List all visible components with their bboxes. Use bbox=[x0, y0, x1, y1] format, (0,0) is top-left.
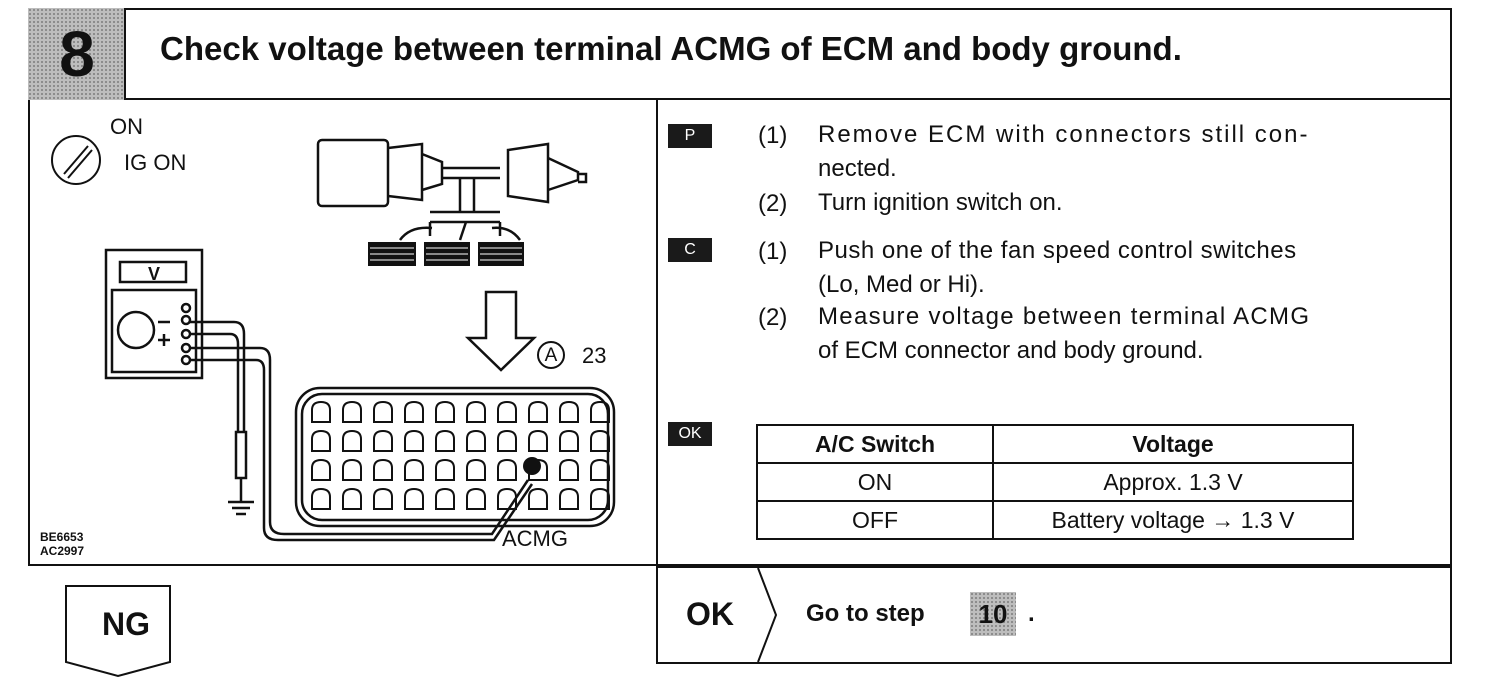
pin-cavity bbox=[559, 400, 579, 423]
prep-step-1-line-1: Remove ECM with connectors still con- bbox=[818, 121, 1310, 148]
voltmeter-icon bbox=[104, 248, 204, 380]
check-step-2-line-1: Measure voltage between terminal ACMG bbox=[818, 303, 1311, 330]
prep-badge: P bbox=[668, 124, 712, 148]
connector-ref: A bbox=[544, 345, 558, 366]
main-panel bbox=[28, 100, 1452, 566]
pin-cavity bbox=[590, 487, 610, 510]
harness-plugs-icon bbox=[368, 242, 524, 266]
check-step-2-line-2: of ECM connector and body ground. bbox=[818, 337, 1204, 364]
pin-cavity bbox=[497, 458, 517, 481]
table-row: ON Approx. 1.3 V bbox=[756, 462, 1354, 502]
pin-cavity bbox=[590, 429, 610, 452]
table-cell: OFF bbox=[756, 500, 994, 540]
step-number: 8 bbox=[59, 18, 95, 90]
chevron-right-icon bbox=[757, 568, 778, 662]
ignition-on-label: ON bbox=[110, 114, 143, 139]
figure-code-1: BE6653 bbox=[40, 530, 84, 544]
ignition-key-icon bbox=[51, 135, 101, 185]
pin-cavity bbox=[466, 400, 486, 423]
go-to-step-number[interactable]: 10 bbox=[970, 592, 1016, 636]
ok-badge: OK bbox=[668, 422, 712, 446]
pin-cavity bbox=[435, 487, 455, 510]
table-cell: Battery voltage → 1.3 V bbox=[992, 500, 1354, 540]
meter-label: V bbox=[147, 264, 160, 284]
prep-step-2-num: (2) bbox=[758, 190, 788, 217]
figure-code-2: AC2997 bbox=[40, 544, 85, 558]
prep-step-2-line-1: Turn ignition switch on. bbox=[818, 189, 1063, 216]
acmg-pin bbox=[523, 457, 541, 475]
ignition-ig-on-label: IG ON bbox=[124, 150, 187, 175]
pin-cavity bbox=[404, 429, 424, 452]
pin-cavity bbox=[342, 487, 362, 510]
column-divider bbox=[656, 100, 658, 566]
pin-cavity bbox=[373, 429, 393, 452]
step-number-box bbox=[28, 8, 126, 100]
pin-cavity bbox=[342, 458, 362, 481]
prep-step-1-line-2: nected. bbox=[818, 155, 897, 182]
ng-result-box bbox=[65, 585, 171, 678]
pin-cavity bbox=[311, 458, 331, 481]
check-step-2-num: (2) bbox=[758, 304, 788, 331]
wiring-illustration bbox=[51, 135, 616, 542]
connector-pins-count: 23 bbox=[582, 343, 607, 368]
pin-cavity bbox=[404, 487, 424, 510]
pin-cavity bbox=[590, 458, 610, 481]
table-cell: ON bbox=[756, 462, 994, 502]
pin-cavity bbox=[466, 429, 486, 452]
pin-cavity bbox=[311, 429, 331, 452]
pin-cavity bbox=[590, 400, 610, 423]
pin-cavity bbox=[404, 400, 424, 423]
check-step-1-line-1: Push one of the fan speed control switch… bbox=[818, 237, 1297, 264]
table-row: OFF Battery voltage → 1.3 V bbox=[756, 500, 1354, 540]
go-to-step-period: . bbox=[1028, 600, 1035, 627]
check-step-1-num: (1) bbox=[758, 238, 788, 265]
ok-result-box bbox=[656, 566, 1452, 664]
ok-result-label: OK bbox=[686, 596, 734, 632]
terminal-label: ACMG bbox=[502, 526, 568, 551]
pin-cavity bbox=[528, 429, 548, 452]
pin-cavity bbox=[435, 429, 455, 452]
connector-a-circle bbox=[537, 341, 565, 369]
check-step-1-line-2: (Lo, Med or Hi). bbox=[818, 271, 985, 298]
table-header-row: A/C Switch Voltage bbox=[756, 424, 1354, 464]
pin-cavity bbox=[466, 458, 486, 481]
pin-cavity bbox=[435, 458, 455, 481]
step-title: Check voltage between terminal ACMG of E… bbox=[160, 30, 1182, 67]
pin-cavity bbox=[559, 458, 579, 481]
ng-result-label: NG bbox=[102, 606, 150, 642]
ecm-harness-icon bbox=[316, 138, 588, 241]
pin-cavity bbox=[342, 400, 362, 423]
pin-cavity bbox=[311, 487, 331, 510]
pin-cavity bbox=[497, 429, 517, 452]
pin-cavity bbox=[373, 400, 393, 423]
table-cell: Approx. 1.3 V bbox=[992, 462, 1354, 502]
pin-cavity bbox=[497, 487, 517, 510]
pin-cavity bbox=[466, 487, 486, 510]
check-badge: C bbox=[668, 238, 712, 262]
pin-cavity bbox=[373, 458, 393, 481]
connector-pins bbox=[311, 400, 610, 510]
pin-cavity bbox=[342, 429, 362, 452]
meter-leads bbox=[190, 320, 534, 542]
down-arrow-icon bbox=[464, 290, 538, 372]
table-header-voltage: Voltage bbox=[992, 424, 1354, 464]
voltage-table: A/C Switch Voltage ON Approx. 1.3 V OFF … bbox=[756, 424, 1354, 540]
prep-step-1-num: (1) bbox=[758, 122, 788, 149]
pin-cavity bbox=[404, 458, 424, 481]
pin-cavity bbox=[435, 400, 455, 423]
pin-cavity bbox=[559, 429, 579, 452]
ecm-connector-icon bbox=[294, 386, 616, 528]
pin-cavity bbox=[497, 400, 517, 423]
pin-cavity bbox=[528, 487, 548, 510]
pin-cavity bbox=[311, 400, 331, 423]
table-header-switch: A/C Switch bbox=[756, 424, 994, 464]
pin-cavity bbox=[373, 487, 393, 510]
go-to-step-text: Go to step bbox=[806, 600, 925, 627]
pin-cavity bbox=[559, 487, 579, 510]
pin-cavity bbox=[528, 400, 548, 423]
